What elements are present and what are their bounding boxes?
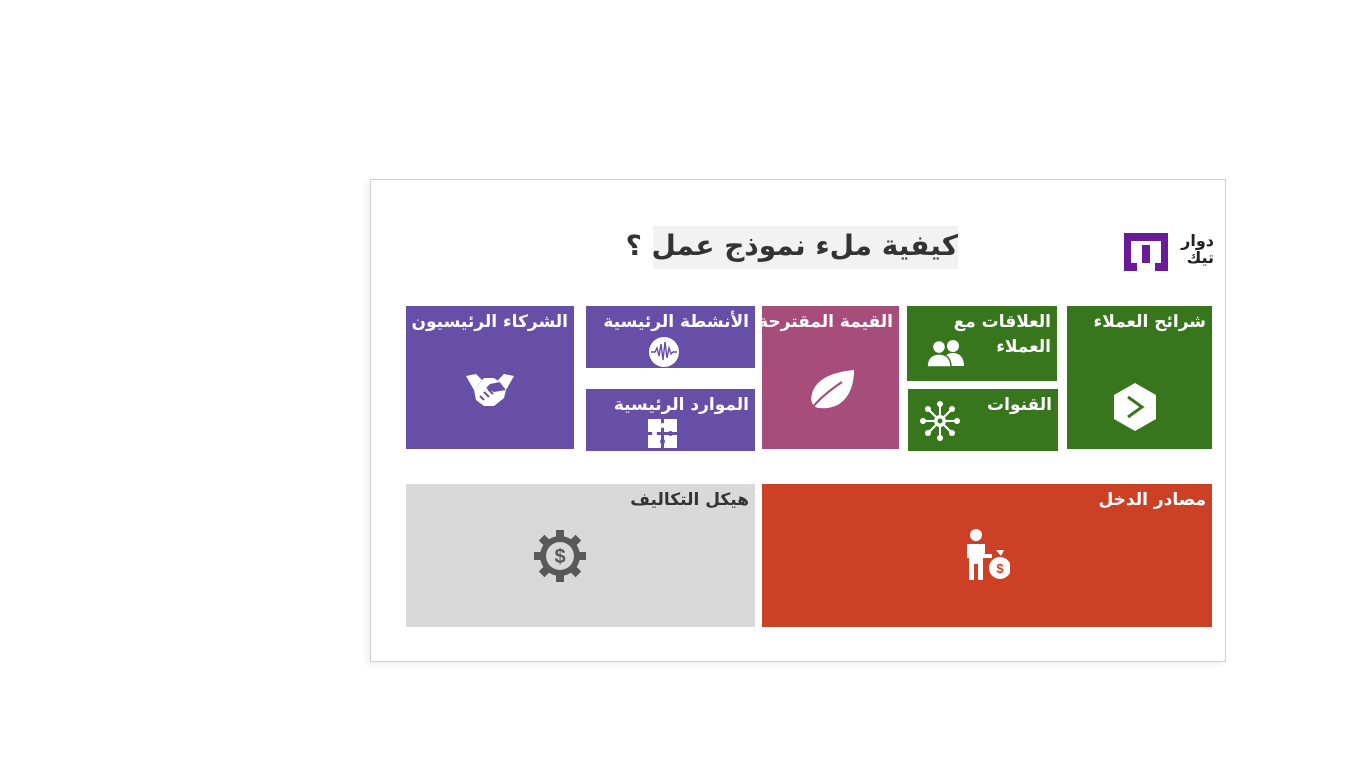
tile-label: الشركاء الرئيسيون — [411, 312, 568, 332]
waveform-icon — [649, 337, 679, 367]
tile-label: مصادر الدخل — [1098, 490, 1206, 510]
puzzle-icon — [648, 419, 677, 448]
handshake-icon — [466, 374, 514, 406]
tile-customer-segments[interactable]: شرائح العملاء — [1067, 306, 1212, 449]
tile-key-activities[interactable]: الأنشطة الرئيسية — [586, 306, 755, 368]
tile-label: العلاقات مع العملاء — [953, 312, 1051, 357]
tile-revenue-streams[interactable]: مصادر الدخل $ — [762, 484, 1212, 627]
play-hexagon-icon — [1114, 383, 1156, 431]
tile-label: الموارد الرئيسية — [613, 395, 749, 415]
tile-label: القيمة المقترحة — [758, 312, 893, 332]
dollar-gear-icon: $ — [534, 530, 586, 582]
tile-cost-structure[interactable]: هيكل التكاليف $ — [406, 484, 755, 627]
users-icon — [927, 339, 964, 368]
network-hub-icon — [920, 401, 960, 441]
leaf-icon — [811, 370, 854, 409]
dawartech-logo-mark-icon — [1124, 233, 1168, 271]
tile-label: القنوات — [987, 395, 1052, 415]
page-title: كيفية ملء نموذج عمل ؟ — [626, 226, 958, 269]
svg-text:$: $ — [554, 546, 565, 568]
tile-channels[interactable]: القنوات — [908, 389, 1058, 451]
tile-label: شرائح العملاء — [1093, 312, 1206, 332]
person-money-bag-icon: $ — [967, 529, 1010, 580]
tile-customer-relationships[interactable]: العلاقات مع العملاء — [907, 306, 1057, 381]
tile-label: الأنشطة الرئيسية — [603, 312, 749, 332]
tile-value-propositions[interactable]: القيمة المقترحة — [758, 306, 899, 449]
logo-text: دوار تيك — [1181, 231, 1214, 267]
tile-key-partners[interactable]: الشركاء الرئيسيون — [406, 306, 574, 449]
brand-logo: دوار تيك — [1122, 230, 1218, 274]
tile-key-resources[interactable]: الموارد الرئيسية — [586, 389, 755, 451]
svg-text:$: $ — [996, 561, 1004, 576]
tile-label: هيكل التكاليف — [630, 490, 749, 510]
